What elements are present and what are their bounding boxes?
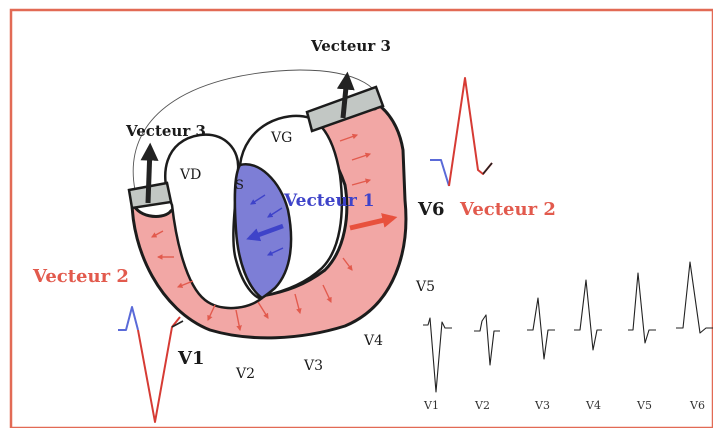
lead-v5-label: V5	[415, 279, 435, 295]
strip-label-v4: V4	[585, 399, 601, 412]
strip-trace-v5	[628, 273, 656, 343]
v6-ecg-trace	[430, 78, 492, 186]
precordial-strip	[423, 262, 713, 392]
label-vd: VD	[179, 167, 201, 183]
label-vecteur1: Vecteur 1	[283, 191, 375, 211]
lead-v2-label: V2	[235, 366, 255, 382]
strip-label-v5: V5	[636, 399, 652, 412]
strip-trace-v1	[423, 318, 452, 392]
strip-trace-v4	[574, 280, 602, 350]
v1-ecg-trace	[118, 307, 183, 422]
strip-label-v1: V1	[423, 399, 439, 412]
strip-labels: V1 V2 V3 V4 V5 V6	[423, 399, 705, 412]
strip-trace-v6	[676, 262, 713, 333]
strip-trace-v3	[527, 298, 555, 359]
strip-label-v3: V3	[534, 399, 550, 412]
vecteur3-arrow-left	[148, 148, 150, 203]
strip-label-v2: V2	[474, 399, 490, 412]
label-vecteur3-left: Vecteur 3	[125, 122, 206, 140]
strip-label-v6: V6	[689, 399, 705, 412]
lead-v6-label: V6	[417, 199, 445, 220]
label-vecteur2-left: Vecteur 2	[32, 266, 129, 287]
label-septum: S	[235, 178, 244, 193]
lead-v1-label: V1	[177, 348, 205, 369]
lead-v3-label: V3	[303, 358, 323, 374]
label-vecteur3-top: Vecteur 3	[310, 37, 391, 55]
label-vecteur2-right: Vecteur 2	[459, 199, 556, 220]
label-vg: VG	[270, 130, 292, 146]
strip-trace-v2	[474, 315, 500, 365]
lead-v4-label: V4	[363, 333, 383, 349]
